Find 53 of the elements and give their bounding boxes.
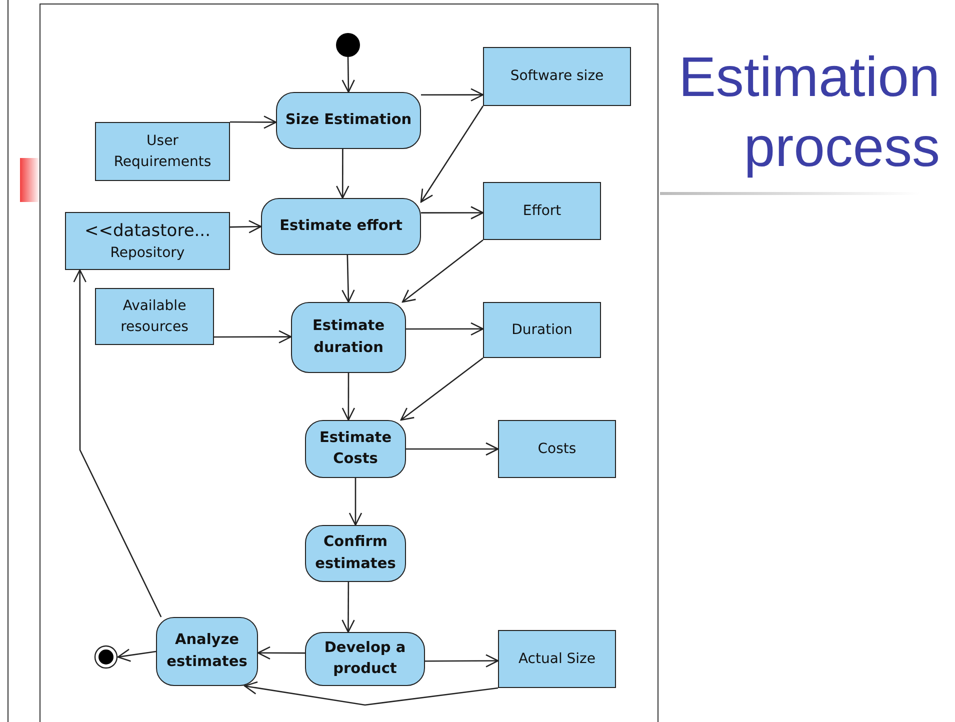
node-label: Size Estimation [285,110,412,130]
node-label: Costs [538,440,576,459]
node-label: Actual Size [518,650,596,669]
node-label: <<datastore... [84,220,210,243]
arrow [342,57,355,93]
node-label: Estimate Costs [318,428,393,469]
arrow [421,206,484,220]
action-node [261,198,421,255]
arrow [348,478,362,526]
object-node [483,47,631,106]
arrow [406,322,484,336]
node-label: Confirm estimates [314,533,397,574]
node-label: Effort [522,202,562,221]
arrow [244,681,498,706]
object-node [483,302,601,358]
arrow [73,269,162,618]
action-node [291,302,406,373]
node-label: Software size [510,67,604,86]
object-node [498,630,616,688]
arrow [400,357,484,421]
arrow [230,220,262,234]
arrow [406,442,499,456]
node-label: User Requirements [112,132,212,172]
node-label: Available resources [120,297,190,336]
object-node [65,212,230,270]
action-node [305,632,425,686]
action-node [156,617,258,686]
object-node [95,288,214,345]
arrow [402,239,484,303]
node-sublabel: Repository [110,244,185,264]
arrow [342,582,355,633]
slide-title: Estimation process [678,44,940,180]
arrow [257,646,305,660]
node-label: Develop a product [323,638,407,679]
object-node [498,420,616,478]
action-node [305,420,406,478]
node-label: Duration [512,320,572,340]
action-node [305,525,406,582]
arrow [214,330,292,344]
arrow [336,149,350,199]
arrow [425,654,499,668]
arrow [117,648,156,662]
arrow [342,373,356,421]
node-label: Estimate duration [311,317,386,358]
node-label: Estimate effort [280,216,402,236]
arrow [342,254,355,303]
arrow [421,88,484,102]
object-node [95,122,230,181]
arrow [420,106,484,203]
node-label: Analyze estimates [166,631,248,672]
action-node [276,92,421,149]
object-node [483,182,601,240]
arrow [230,116,277,129]
